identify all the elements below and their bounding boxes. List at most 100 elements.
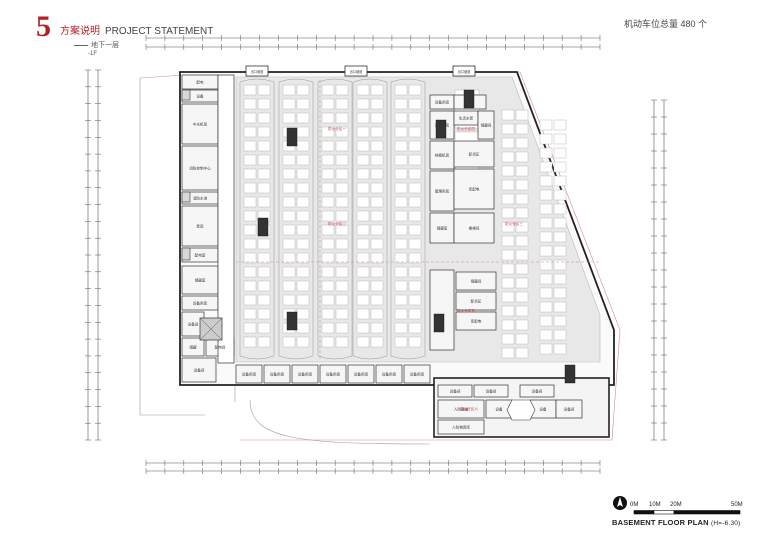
parking-stall xyxy=(370,196,384,208)
parking-stall xyxy=(356,238,370,250)
west-room-6 xyxy=(181,205,219,247)
parking-stall xyxy=(553,175,567,187)
south-room-2 xyxy=(263,364,291,384)
west-room-6-label: 泵房 xyxy=(196,224,204,229)
parking-stall xyxy=(394,280,408,292)
east-room-5-label: 储藏间 xyxy=(481,123,492,128)
parking-stall xyxy=(408,308,422,320)
east-lower-room-1 xyxy=(455,271,497,291)
parking-stall xyxy=(370,308,384,320)
parking-stall xyxy=(257,238,271,250)
parking-stall xyxy=(257,84,271,96)
parking-stall xyxy=(501,207,515,219)
parking-stall xyxy=(321,322,335,334)
parking-stall xyxy=(257,168,271,180)
parking-stall xyxy=(408,112,422,124)
parking-stall xyxy=(515,249,529,261)
fire-zone-annotation-3: 防火分区三 xyxy=(505,221,523,226)
parking-stall xyxy=(370,126,384,138)
parking-stall xyxy=(515,235,529,247)
plan-title: BASEMENT FLOOR PLAN (H=-6.30) xyxy=(612,518,740,527)
parking-stall xyxy=(394,168,408,180)
east-lower-room-3-label: 变配电 xyxy=(471,319,482,324)
parking-stall xyxy=(370,322,384,334)
lower-room-1 xyxy=(437,384,473,398)
ramp-label-3: 出口坡道 xyxy=(458,69,472,74)
parking-stall xyxy=(321,84,335,96)
parking-stall xyxy=(553,189,567,201)
parking-stall xyxy=(257,140,271,152)
parking-stall xyxy=(296,126,310,138)
parking-stall xyxy=(282,84,296,96)
room-blocks xyxy=(181,74,583,435)
parking-stall xyxy=(356,154,370,166)
parking-stall xyxy=(257,98,271,110)
parking-stall xyxy=(394,84,408,96)
parking-stall xyxy=(501,179,515,191)
parking-stall xyxy=(356,84,370,96)
parking-stall xyxy=(335,182,349,194)
east-lower-room-2-label: 卸货区 xyxy=(471,299,482,304)
south-room-7 xyxy=(403,364,431,384)
section-title-cn: 方案说明 xyxy=(60,26,100,37)
parking-stall xyxy=(257,308,271,320)
east-room-9-label: 变配电 xyxy=(469,187,480,192)
parking-stall xyxy=(370,182,384,194)
south-room-5-label: 设备用房 xyxy=(354,372,369,377)
south-room-7-label: 设备用房 xyxy=(410,372,425,377)
parking-stall xyxy=(394,266,408,278)
parking-stall xyxy=(321,336,335,348)
parking-stall xyxy=(257,182,271,194)
parking-stall xyxy=(335,112,349,124)
west-corridor xyxy=(217,74,235,364)
parking-stall xyxy=(501,165,515,177)
parking-stall xyxy=(394,112,408,124)
parking-stall xyxy=(356,280,370,292)
south-room-4 xyxy=(319,364,347,384)
parking-stall xyxy=(296,322,310,334)
parking-stall xyxy=(335,98,349,110)
lower-room-4 xyxy=(437,399,485,419)
lower-room-6-label: 设备 xyxy=(539,407,547,412)
parking-stall xyxy=(370,252,384,264)
parking-stall xyxy=(243,196,257,208)
south-room-4-label: 设备用房 xyxy=(326,372,341,377)
parking-stall xyxy=(370,238,384,250)
parking-stall xyxy=(539,343,553,355)
west-room-4-label: 消防控制中心 xyxy=(189,166,211,171)
parking-stall xyxy=(257,196,271,208)
parking-stall xyxy=(335,238,349,250)
east-room-10-label: 储藏室 xyxy=(437,226,448,231)
parking-stall xyxy=(296,168,310,180)
parking-stall xyxy=(553,315,567,327)
lower-room-5-label: 设备 xyxy=(495,407,503,412)
parking-stall xyxy=(394,140,408,152)
lower-room-4-label: 人防通道 xyxy=(454,407,469,412)
parking-stall xyxy=(553,301,567,313)
parking-stall xyxy=(243,224,257,236)
parking-stall xyxy=(282,98,296,110)
level-code: -1F xyxy=(88,51,97,57)
parking-stall xyxy=(408,280,422,292)
parking-stall xyxy=(501,193,515,205)
parking-stall xyxy=(356,224,370,236)
parking-stall xyxy=(553,259,567,271)
parking-stall xyxy=(539,175,553,187)
west-room-3-label: 中水机房 xyxy=(193,122,208,127)
stair-core xyxy=(181,247,191,261)
scale-bar-segment-3 xyxy=(673,510,741,515)
parking-stall xyxy=(539,273,553,285)
east-room-6-label: 排烟机房 xyxy=(435,153,450,158)
lower-room-8 xyxy=(555,399,583,419)
parking-stall xyxy=(394,98,408,110)
parking-stall xyxy=(539,315,553,327)
parking-stall xyxy=(282,210,296,222)
west-room-8-label: 储藏室 xyxy=(195,278,206,283)
parking-stall xyxy=(321,210,335,222)
parking-stall xyxy=(243,266,257,278)
parking-stall xyxy=(539,231,553,243)
parking-stall xyxy=(356,322,370,334)
level-label: 地下一层 -1F xyxy=(74,41,119,59)
parking-stall xyxy=(257,252,271,264)
west-room-1-label: 配电 xyxy=(196,80,204,85)
